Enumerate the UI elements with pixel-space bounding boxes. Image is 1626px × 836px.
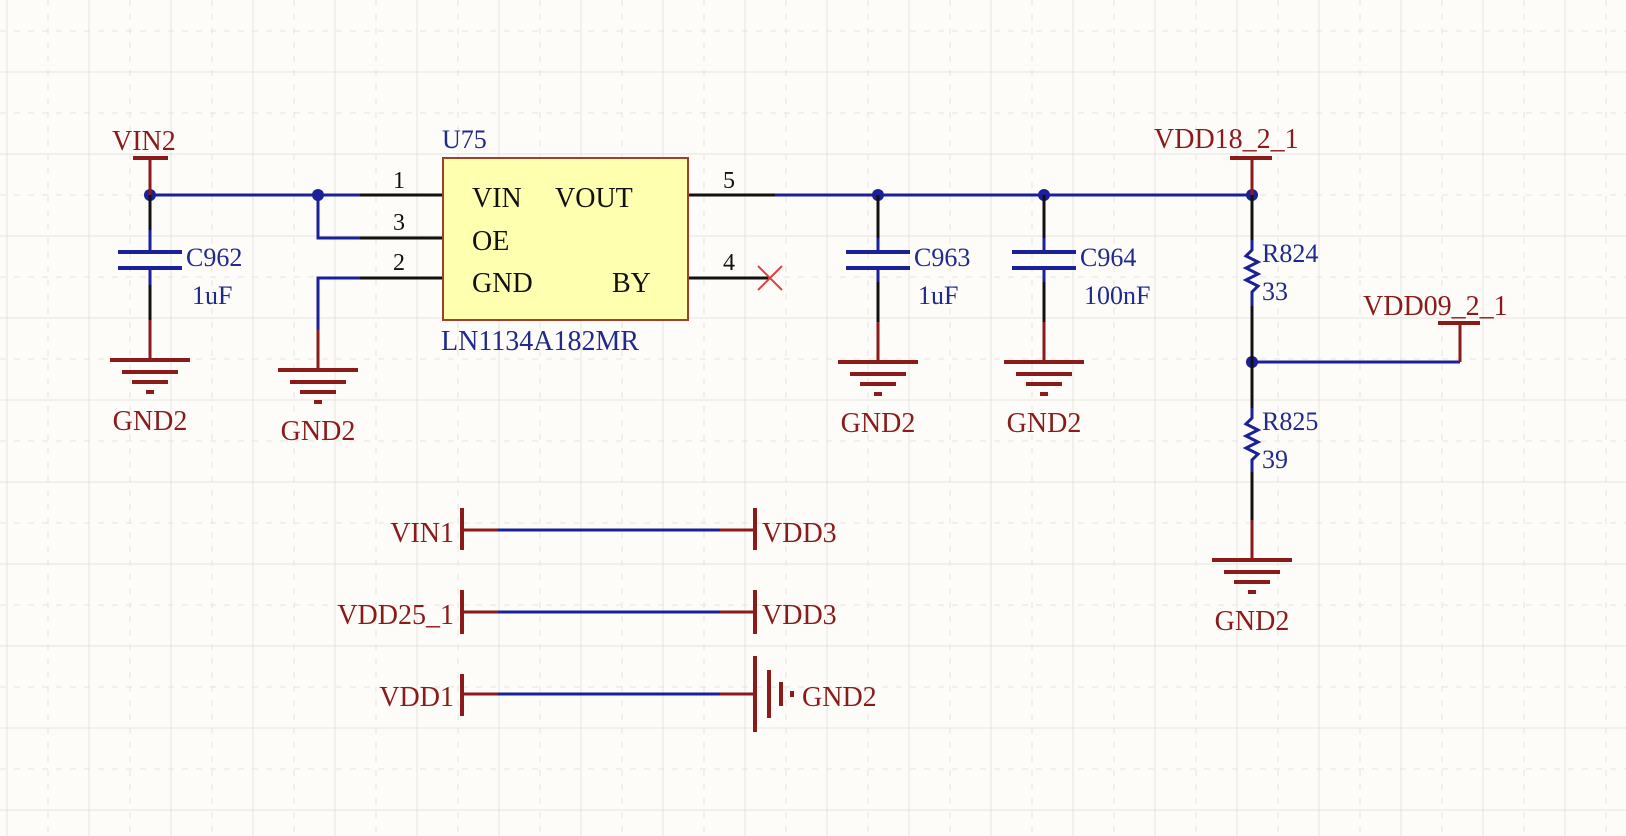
ic-body (442, 157, 689, 321)
net-tie-right-label: VDD3 (762, 600, 837, 631)
ground-label: GND2 (1215, 606, 1290, 637)
net-tie-left-label: VDD1 (379, 682, 454, 713)
power-port-vdd18[interactable]: VDD18_2_1 (1154, 124, 1299, 195)
net-tie-2[interactable]: VDD25_1 VDD3 (337, 590, 837, 634)
power-port-vin2[interactable]: VIN2 (112, 126, 176, 195)
net-tie-left-label: VIN1 (390, 518, 454, 549)
pin-name: BY (612, 268, 651, 299)
pin-number: 3 (393, 210, 405, 236)
junction-dot (312, 189, 324, 201)
ground-icon[interactable]: GND2 (110, 320, 190, 437)
resistor-value: 33 (1262, 277, 1288, 306)
pin-name: VIN (472, 183, 522, 214)
ground-label: GND2 (1007, 408, 1082, 439)
power-port-vdd09[interactable]: VDD09_2_1 (1363, 291, 1508, 362)
ic-u75[interactable]: U75 LN1134A182MR 1 3 2 VIN OE GND VOUT B… (360, 125, 783, 357)
capacitor-value: 1uF (918, 281, 958, 310)
no-connect-icon (757, 265, 783, 291)
ground-icon[interactable]: GND2 (838, 322, 918, 439)
capacitor-c963[interactable]: C963 1uF (846, 195, 970, 322)
pin-number: 5 (723, 168, 735, 194)
ground-icon[interactable]: GND2 (278, 330, 358, 447)
capacitor-designator: C962 (186, 243, 242, 272)
pin-number: 1 (393, 168, 405, 194)
resistor-value: 39 (1262, 445, 1288, 474)
resistor-designator: R825 (1262, 407, 1318, 436)
pin-name: OE (472, 226, 509, 257)
resistor-r824[interactable]: R824 33 (1242, 195, 1318, 362)
power-port-label: VDD18_2_1 (1154, 124, 1299, 155)
ground-label: GND2 (113, 406, 188, 437)
ground-icon[interactable]: GND2 (1004, 322, 1084, 439)
net-tie-right-label: GND2 (802, 682, 877, 713)
resistor-r825[interactable]: R825 39 (1242, 362, 1318, 520)
net-tie-3[interactable]: VDD1 GND2 (379, 656, 877, 732)
ground-label: GND2 (841, 408, 916, 439)
net-tie-left-label: VDD25_1 (337, 600, 454, 631)
pin-number: 2 (393, 250, 405, 276)
ic-part-number: LN1134A182MR (441, 326, 639, 357)
capacitor-value: 1uF (192, 281, 232, 310)
power-port-label: VIN2 (112, 126, 176, 157)
pin-number: 4 (723, 250, 735, 276)
net-tie-1[interactable]: VIN1 VDD3 (390, 508, 837, 550)
capacitor-c962[interactable]: C962 1uF (118, 195, 242, 320)
ic-designator: U75 (442, 125, 487, 154)
ground-icon[interactable]: GND2 (1212, 520, 1292, 637)
resistor-designator: R824 (1262, 239, 1318, 268)
capacitor-designator: C963 (914, 243, 970, 272)
net-tie-right-label: VDD3 (762, 518, 837, 549)
power-port-label: VDD09_2_1 (1363, 291, 1508, 322)
pin-name: GND (472, 268, 533, 299)
capacitor-designator: C964 (1080, 243, 1136, 272)
capacitor-value: 100nF (1084, 281, 1150, 310)
wires (150, 193, 1460, 696)
ground-label: GND2 (281, 416, 356, 447)
pin-name: VOUT (555, 183, 633, 214)
ground-icon (753, 656, 794, 732)
capacitor-c964[interactable]: C964 100nF (1012, 195, 1150, 322)
